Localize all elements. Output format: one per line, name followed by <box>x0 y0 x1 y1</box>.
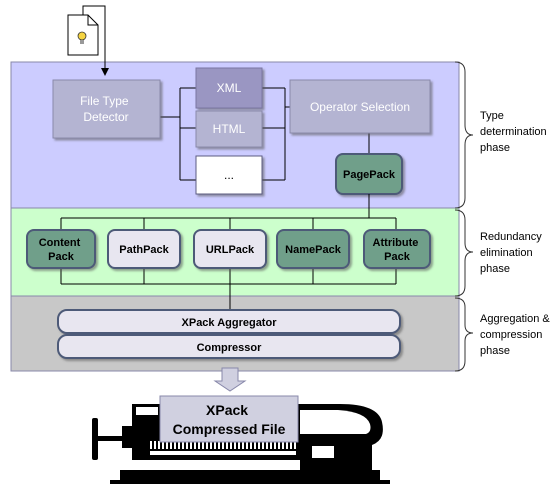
file-type-detector-label: File Type Detector <box>80 94 132 124</box>
compressed-file-label: XPack Compressed File <box>173 402 286 437</box>
html-box <box>195 110 263 148</box>
xml-box <box>195 67 263 109</box>
operator-selection-label: Operator Selection <box>310 100 410 114</box>
attribute-pack-label: Attribute Pack <box>373 237 422 263</box>
type-phase-label: Type determination phase <box>480 110 550 154</box>
other-format-box <box>195 155 263 195</box>
redundancy-connectors <box>60 194 397 310</box>
type-phase-brace <box>454 61 474 209</box>
compressed-file-box <box>159 395 299 443</box>
content-pack-label: Content Pack <box>39 237 84 263</box>
content-pack-box <box>26 229 96 269</box>
input-document-icon <box>67 14 99 56</box>
aggregation-phase-label: Aggregation & compression phase <box>480 313 553 357</box>
type-connectors <box>160 87 370 181</box>
attribute-pack-box <box>363 229 431 269</box>
input-arrow-line <box>82 5 106 68</box>
compressor-label: Compressor <box>197 342 263 354</box>
pathpack-label: PathPack <box>119 244 169 256</box>
xpack-aggregator-label: XPack Aggregator <box>182 317 278 329</box>
redundancy-phase-label: Redundancy elimination phase <box>480 231 545 275</box>
html-label: HTML <box>213 122 246 136</box>
operator-selection-box <box>289 79 431 134</box>
namepack-label: NamePack <box>285 244 342 256</box>
pagepack-label: PagePack <box>343 169 396 181</box>
urlpack-box <box>193 229 267 269</box>
aggregation-phase-brace <box>454 297 474 372</box>
compressor-box <box>57 334 401 359</box>
namepack-box <box>276 229 350 269</box>
other-format-label: ... <box>224 168 234 182</box>
xml-label: XML <box>217 81 242 95</box>
input-arrow-head <box>101 68 109 76</box>
output-down-arrow <box>213 367 247 392</box>
xpack-aggregator-box <box>57 309 401 334</box>
file-type-detector-box <box>52 79 161 139</box>
redundancy-phase-brace <box>454 209 474 297</box>
pathpack-box <box>107 229 181 269</box>
urlpack-label: URLPack <box>206 244 255 256</box>
